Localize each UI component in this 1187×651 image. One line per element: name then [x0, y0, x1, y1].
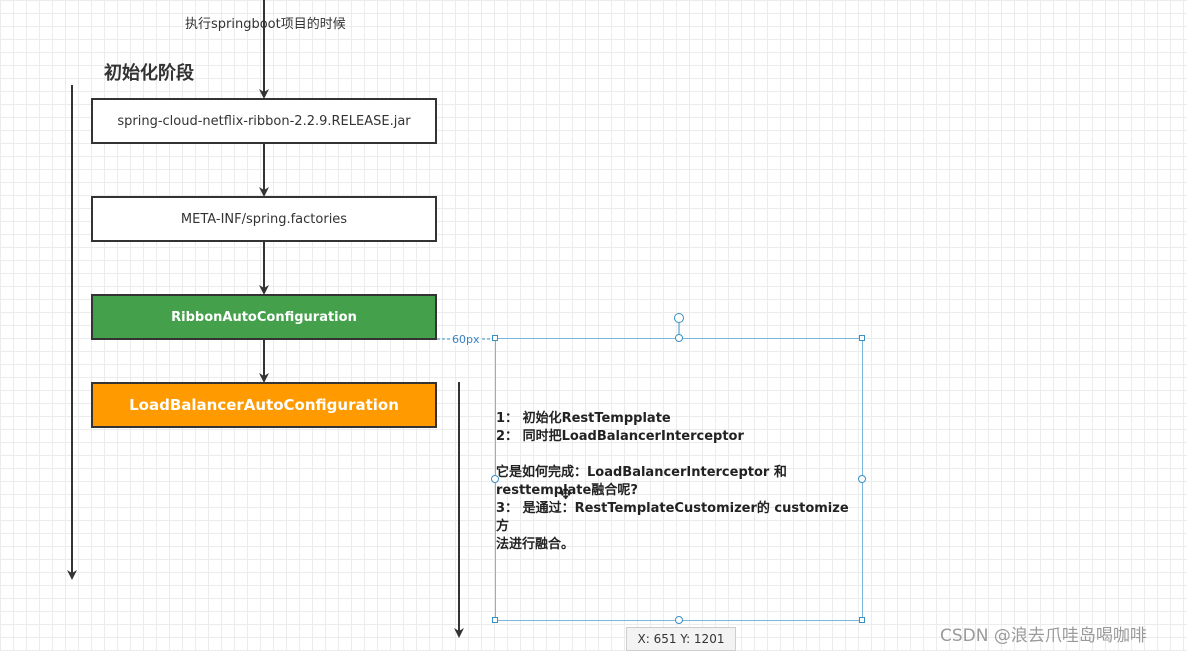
watermark: CSDN @浪去爪哇岛喝咖啡 [940, 626, 1147, 646]
resize-handle-bottom[interactable] [675, 616, 683, 624]
note-line: 它是如何完成：LoadBalancerInterceptor 和 [496, 465, 787, 480]
note-line: 2： 同时把LoadBalancerInterceptor [496, 429, 744, 444]
cursor-coordinates: X: 651 Y: 1201 [626, 627, 736, 651]
resize-handle-top-left[interactable] [492, 335, 498, 341]
note-line: 法进行融合。 [496, 537, 575, 552]
note-line: 3： 是通过：RestTemplateCustomizer的 customize… [496, 501, 849, 534]
note-line: resttemplate融合呢? [496, 483, 638, 498]
resize-handle-bottom-left[interactable] [492, 617, 498, 623]
node-ribbon-auto-configuration[interactable]: RibbonAutoConfiguration [91, 294, 437, 340]
spacing-label: 60px [452, 333, 480, 346]
resize-handle-left[interactable] [491, 475, 499, 483]
node-spring-factories[interactable]: META-INF/spring.factories [91, 196, 437, 242]
move-cursor-icon: ✥ [559, 484, 573, 503]
node-loadbalancer-auto-configuration[interactable]: LoadBalancerAutoConfiguration [91, 382, 437, 428]
start-caption: 执行springboot项目的时候 [185, 17, 346, 32]
note-line: 1： 初始化RestTempplate [496, 411, 671, 426]
node-ribbon-jar[interactable]: spring-cloud-netflix-ribbon-2.2.9.RELEAS… [91, 98, 437, 144]
resize-handle-top[interactable] [675, 334, 683, 342]
phase-title: 初始化阶段 [104, 63, 194, 84]
note-text[interactable]: 1： 初始化RestTempplate 2： 同时把LoadBalancerIn… [496, 410, 862, 554]
rotate-handle[interactable] [674, 313, 684, 323]
resize-handle-top-right[interactable] [859, 335, 865, 341]
resize-handle-bottom-right[interactable] [859, 617, 865, 623]
note-line [496, 446, 862, 464]
resize-handle-right[interactable] [858, 475, 866, 483]
